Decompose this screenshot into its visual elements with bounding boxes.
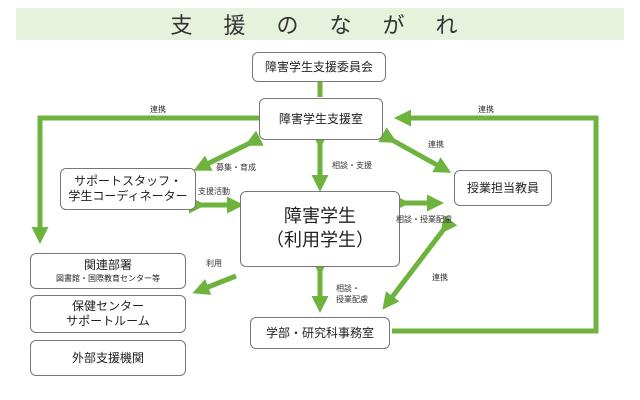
label-recruit: 募集・育成 <box>216 163 256 172</box>
node-health-center-line1: 保健センター <box>71 299 144 313</box>
node-support-staff-line2: 学生コーディネーター <box>68 189 188 203</box>
arrow-faculty-dept <box>382 215 458 310</box>
node-related-depts-sub: 図書館・国際教育センター等 <box>56 274 160 283</box>
node-support-staff: サポートスタッフ・ 学生コーディネーター <box>60 168 196 210</box>
node-health-center-line2: サポートルーム <box>66 314 150 328</box>
node-dept-office-label: 学部・研究科事務室 <box>265 325 374 340</box>
node-student: 障害学生 （利用学生） <box>240 191 400 267</box>
label-collab-diag: 連携 <box>432 273 448 282</box>
node-committee-label: 障害学生支援委員会 <box>264 59 373 74</box>
node-external-agency: 外部支援機関 <box>30 340 186 376</box>
arrow-office-faculty <box>378 127 452 173</box>
label-support-activity: 支援活動 <box>198 187 230 196</box>
label-consult-accommodation: 相談・授業配慮 <box>396 215 452 224</box>
node-health-center: 保健センター サポートルーム <box>30 295 186 333</box>
node-student-line1: 障害学生 <box>284 206 356 227</box>
label-collab-faculty: 連携 <box>428 140 444 149</box>
node-faculty: 授業担当教員 <box>454 170 552 206</box>
label-use: 利用 <box>206 259 222 268</box>
node-committee: 障害学生支援委員会 <box>252 52 386 82</box>
node-support-office-label: 障害学生支援室 <box>278 111 363 126</box>
title-band: 支 援 の な が れ <box>16 8 624 40</box>
arrow-office-to-related <box>31 115 259 244</box>
node-faculty-label: 授業担当教員 <box>466 180 539 195</box>
node-external-agency-label: 外部支援機関 <box>71 350 144 365</box>
node-dept-office: 学部・研究科事務室 <box>250 317 390 349</box>
label-collab-left: 連携 <box>150 105 166 114</box>
label-consult-dept-2: 授業配慮 <box>336 295 368 304</box>
node-support-office: 障害学生支援室 <box>259 98 383 140</box>
page-title: 支 援 の な が れ <box>170 14 470 39</box>
node-support-staff-line1: サポートスタッフ・ <box>73 174 182 188</box>
arrow-dept-to-office <box>392 109 599 334</box>
arrow-office-staff <box>193 130 264 171</box>
label-collab-right: 連携 <box>478 105 494 114</box>
node-related-depts: 関連部署 図書館・国際教育センター等 <box>30 253 186 289</box>
label-consult-support: 相談・支援 <box>332 161 372 170</box>
node-related-depts-label: 関連部署 <box>83 258 132 272</box>
label-consult-dept-1: 相談・ <box>336 284 360 293</box>
arrow-student-related <box>192 273 237 295</box>
node-student-line2: （利用学生） <box>266 230 374 251</box>
